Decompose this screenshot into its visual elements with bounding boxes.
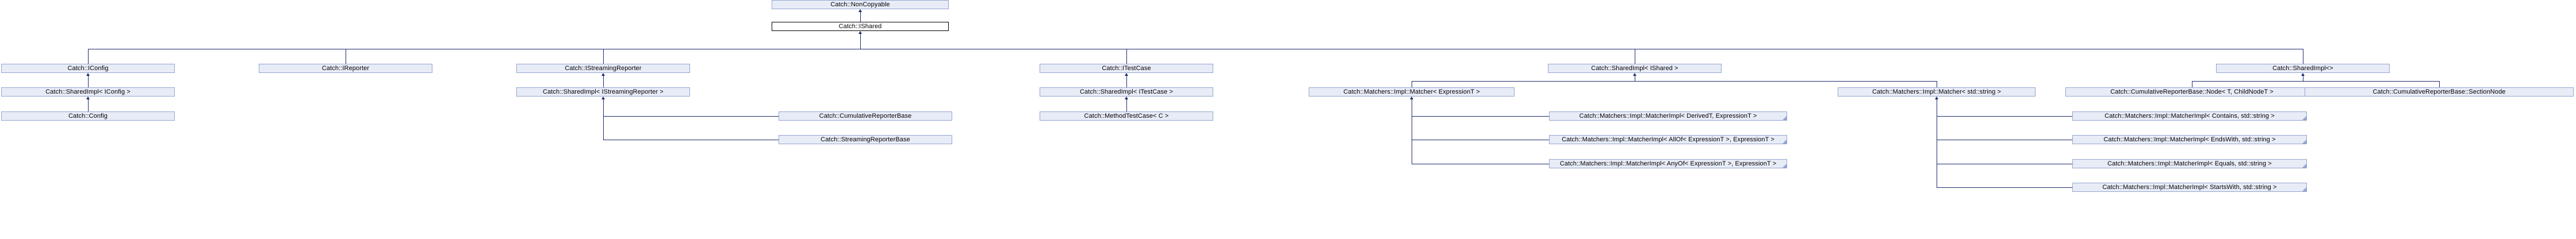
class-node-label: Catch::Matchers::Impl::MatcherImpl< Deri… (1579, 112, 1757, 119)
class-node-catch-cumulativereporterbase-node-t-childnodet[interactable]: Catch::CumulativeReporterBase::Node< T, … (2065, 87, 2318, 97)
inheritance-arrowhead (86, 97, 90, 99)
class-node-catch-matchers-impl-matcherimpl-startswith-std-string[interactable]: Catch::Matchers::Impl::MatcherImpl< Star… (2072, 183, 2307, 192)
class-node-catch-matchers-impl-matcher-std-string[interactable]: Catch::Matchers::Impl::Matcher< std::str… (1838, 87, 2035, 97)
class-node-label: Catch::CumulativeReporterBase (819, 112, 912, 119)
edge-catch-sharedimpl-iconfig (88, 75, 89, 87)
class-node-catch-matchers-impl-matcherimpl-allof-expressiont-expressiont[interactable]: Catch::Matchers::Impl::MatcherImpl< AllO… (1549, 135, 1787, 144)
edge-catch-matchers-impl-matcherimpl-derivedt-expressiont (1412, 116, 1549, 117)
edge-catch-methodtestcase-c (1126, 99, 1127, 111)
class-node-label: Catch::Config (68, 112, 108, 119)
edge-catch-sharedimpl-istreamingreporter (603, 75, 604, 87)
inheritance-arrowhead (858, 31, 862, 34)
edge-catch-iconfig (88, 49, 89, 64)
class-node-label: Catch::Matchers::Impl::MatcherImpl< AllO… (1562, 136, 1774, 143)
edge-catch-matchers-impl-matcherimpl-startswith-std-string (1937, 187, 2072, 188)
edge-catch-ishared (860, 11, 861, 22)
class-node-label: Catch::SharedImpl<> (2272, 64, 2333, 72)
class-node-label: Catch::Matchers::Impl::MatcherImpl< Equa… (2107, 160, 2272, 167)
class-node-catch-cumulativereporterbase-sectionnode[interactable]: Catch::CumulativeReporterBase::SectionNo… (2305, 87, 2574, 97)
inheritance-arrowhead (1410, 97, 1413, 99)
class-node-catch-ireporter[interactable]: Catch::IReporter (259, 64, 432, 73)
edge-catch-itestcase (1126, 49, 1127, 64)
class-node-catch-noncopyable[interactable]: Catch::NonCopyable (772, 0, 949, 9)
class-node-catch-istreamingreporter[interactable]: Catch::IStreamingReporter (516, 64, 690, 73)
class-node-label: Catch::SharedImpl< ITestCase > (1080, 88, 1173, 95)
class-node-label: Catch::Matchers::Impl::Matcher< std::str… (1872, 88, 2001, 95)
class-node-label: Catch::IStreamingReporter (565, 64, 642, 72)
class-node-label: Catch::Matchers::Impl::Matcher< Expressi… (1343, 88, 1480, 95)
class-node-label: Catch::CumulativeReporterBase::SectionNo… (2372, 88, 2506, 95)
class-node-catch-matchers-impl-matcherimpl-endswith-std-string[interactable]: Catch::Matchers::Impl::MatcherImpl< Ends… (2072, 135, 2307, 144)
class-node-label: Catch::CumulativeReporterBase::Node< T, … (2110, 88, 2274, 95)
edge-bus (2192, 81, 2439, 82)
class-node-catch-matchers-impl-matcher-expressiont[interactable]: Catch::Matchers::Impl::Matcher< Expressi… (1309, 87, 1515, 97)
class-node-label: Catch::MethodTestCase< C > (1084, 112, 1169, 119)
class-node-catch-sharedimpl-istreamingreporter[interactable]: Catch::SharedImpl< IStreamingReporter > (516, 87, 690, 97)
class-node-label: Catch::ITestCase (1102, 64, 1151, 72)
class-node-label: Catch::IReporter (321, 64, 370, 72)
class-node-catch-matchers-impl-matcherimpl-contains-std-string[interactable]: Catch::Matchers::Impl::MatcherImpl< Cont… (2072, 111, 2307, 121)
edge-bus-stub (860, 33, 861, 49)
class-node-catch-matchers-impl-matcherimpl-equals-std-string[interactable]: Catch::Matchers::Impl::MatcherImpl< Equa… (2072, 159, 2307, 168)
class-node-label: Catch::IConfig (67, 64, 109, 72)
class-node-label: Catch::NonCopyable (830, 1, 890, 8)
class-node-catch-sharedimpl-iconfig[interactable]: Catch::SharedImpl< IConfig > (1, 87, 175, 97)
class-node-catch-methodtestcase-c[interactable]: Catch::MethodTestCase< C > (1040, 111, 1213, 121)
edge-catch-matchers-impl-matcherimpl-contains-std-string (1937, 116, 2072, 117)
inheritance-arrowhead (1935, 97, 1938, 99)
class-node-catch-sharedimpl-itestcase[interactable]: Catch::SharedImpl< ITestCase > (1040, 87, 1213, 97)
edge-catch-sharedimpl-itestcase (1126, 75, 1127, 87)
edge-catch-cumulativereporterbase-sectionnode (2439, 81, 2440, 87)
inheritance-arrowhead (1125, 73, 1128, 76)
class-node-label: Catch::StreamingReporterBase (821, 136, 910, 143)
class-node-label: Catch::SharedImpl< IStreamingReporter > (543, 88, 664, 95)
class-node-catch-streamingreporterbase[interactable]: Catch::StreamingReporterBase (779, 135, 952, 144)
class-node-catch-matchers-impl-matcherimpl-derivedt-expressiont[interactable]: Catch::Matchers::Impl::MatcherImpl< Deri… (1549, 111, 1787, 121)
edge-catch-istreamingreporter (603, 49, 604, 64)
class-node-label: Catch::Matchers::Impl::MatcherImpl< Ends… (2103, 136, 2276, 143)
inheritance-arrowhead (858, 9, 862, 12)
edge-bus (1412, 81, 1937, 82)
inheritance-arrowhead (2301, 73, 2305, 76)
class-node-label: Catch::SharedImpl< IShared > (1591, 64, 1678, 72)
class-node-catch-itestcase[interactable]: Catch::ITestCase (1040, 64, 1213, 73)
inheritance-arrowhead (601, 97, 605, 99)
class-node-label: Catch::Matchers::Impl::MatcherImpl< Star… (2102, 183, 2277, 191)
edge-spine (603, 99, 604, 140)
class-node-catch-sharedimpl[interactable]: Catch::SharedImpl<> (2216, 64, 2390, 73)
edge-catch-cumulativereporterbase (603, 116, 779, 117)
inheritance-arrowhead (86, 73, 90, 76)
class-node-label: Catch::SharedImpl< IConfig > (45, 88, 131, 95)
class-node-label: Catch::IShared (838, 22, 882, 30)
class-node-label: Catch::Matchers::Impl::MatcherImpl< AnyO… (1559, 160, 1777, 167)
inheritance-arrowhead (1125, 97, 1128, 99)
inheritance-arrowhead (1633, 73, 1636, 76)
edge-catch-config (88, 99, 89, 111)
class-node-catch-matchers-impl-matcherimpl-anyof-expressiont-expressiont[interactable]: Catch::Matchers::Impl::MatcherImpl< AnyO… (1549, 159, 1787, 168)
class-node-label: Catch::Matchers::Impl::MatcherImpl< Cont… (2104, 112, 2275, 119)
class-node-catch-sharedimpl-ishared[interactable]: Catch::SharedImpl< IShared > (1548, 64, 1722, 73)
class-node-catch-cumulativereporterbase[interactable]: Catch::CumulativeReporterBase (779, 111, 952, 121)
class-node-catch-iconfig[interactable]: Catch::IConfig (1, 64, 175, 73)
inheritance-arrowhead (601, 73, 605, 76)
class-node-catch-config[interactable]: Catch::Config (1, 111, 175, 121)
class-node-catch-ishared[interactable]: Catch::IShared (772, 22, 949, 31)
